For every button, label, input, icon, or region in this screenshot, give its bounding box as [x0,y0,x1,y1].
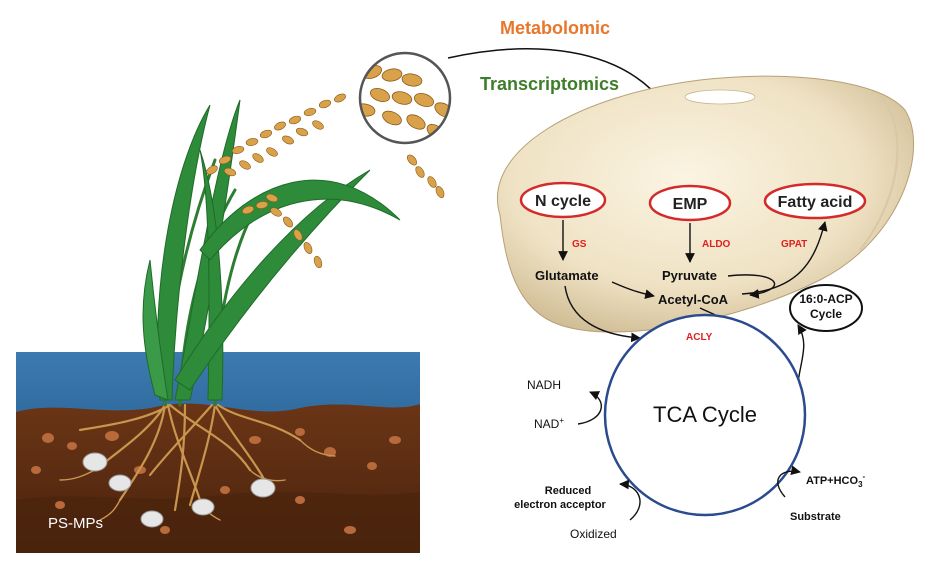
acp-cycle-line2: Cycle [810,307,842,321]
magnifier-circle [358,51,452,145]
pathway-emp: EMP [648,184,732,222]
tca-cycle-node: TCA Cycle [603,313,807,517]
arrow-to-seed [447,48,666,106]
atp-label: ATP+HCO3- [806,472,866,489]
plant-roots [59,403,336,521]
enzyme-gs: GS [572,239,587,250]
metabolomic-title: Metabolomic [500,18,610,38]
acp-cycle-node: 16:0-ACP Cycle [789,284,863,332]
atp-sub: 3 [858,480,863,489]
ps-mps-label: PS-MPs [48,515,103,532]
rice-grains [206,93,445,269]
enzyme-acly: ACLY [686,332,713,343]
arrow-glutamate-tca [564,285,641,343]
acp-cycle-line1: 16:0-ACP [799,292,852,306]
arrow-nad-nadh [577,391,602,425]
fatty-acid-label: Fatty acid [778,194,853,211]
rice-plant [142,51,452,407]
nad-sup: + [559,416,564,425]
emp-label: EMP [673,196,708,213]
atp-sup: - [863,472,866,481]
arrow-substrate-atp [777,465,801,498]
tca-cycle-label: TCA Cycle [653,402,757,427]
soil-pebbles [31,428,401,534]
enzyme-aldo: ALDO [702,239,731,250]
nadh-label: NADH [527,378,561,392]
substrate-label: Substrate [790,511,841,523]
arrow-pyruvate-acetylcoa [727,274,776,299]
reduced-line2: electron acceptor [514,499,606,511]
arrow-acetylcoa-fattyacid [741,221,828,295]
arrow-oxidized-reduced [619,479,641,521]
metabolite-glutamate: Glutamate [535,268,599,283]
reduced-line1: Reduced [545,485,591,497]
pathway-fatty-acid: Fatty acid [763,182,867,220]
metabolite-acetyl-coa: Acetyl-CoA [658,292,729,307]
metabolite-pyruvate: Pyruvate [662,268,717,283]
n-cycle-label: N cycle [535,193,591,210]
arrow-glutamate-acetylcoa [611,281,655,299]
transcriptomics-title: Transcriptomics [480,74,619,94]
enzyme-gpat: GPAT [781,239,807,250]
microplastic-particles [82,452,276,528]
atp-text: ATP+HCO [806,475,858,487]
nad-plus-label: NAD+ [534,416,564,431]
nad-text: NAD [534,417,560,431]
pathway-n-cycle: N cycle [519,181,607,219]
oxidized-label: Oxidized [570,527,617,541]
